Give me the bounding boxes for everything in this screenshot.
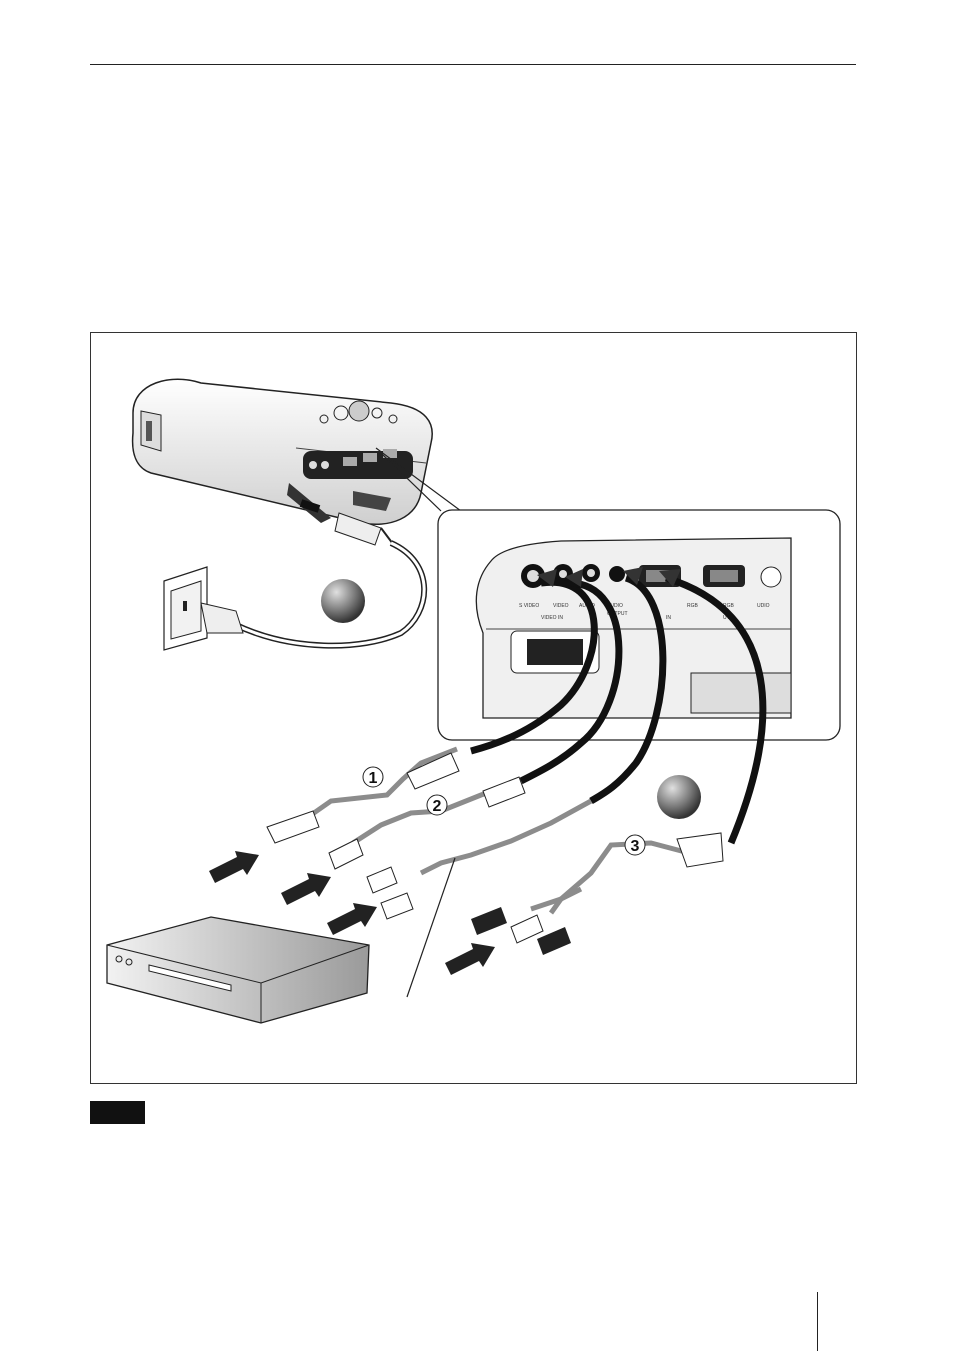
port-label: UDIO <box>757 603 770 609</box>
port-label: VIDEO <box>553 603 569 609</box>
page-divider <box>817 1292 818 1351</box>
note-badge <box>90 1101 145 1124</box>
port-label: S VIDEO <box>519 603 539 609</box>
port-panel-inset: S VIDEO VIDEO AUDIO AUDIO RGB RGB UDIO V… <box>438 510 840 740</box>
power-plug-icon <box>236 503 424 646</box>
sphere-marker-icon <box>321 579 365 623</box>
port-label: VIDEO IN <box>541 615 563 621</box>
dvd-player-icon <box>107 917 369 1023</box>
port-label: IN <box>666 615 671 621</box>
projector-icon <box>133 379 461 524</box>
callout-number: 3 <box>631 838 640 855</box>
rgb-cable: 3 <box>471 833 723 955</box>
wall-outlet-icon <box>164 567 243 650</box>
callout-number: 2 <box>433 798 442 815</box>
s-video-cable: 1 <box>267 749 459 843</box>
port-label: RGB <box>687 603 699 609</box>
header-rule <box>90 64 856 65</box>
pointer-line <box>407 858 455 997</box>
connection-diagram: S VIDEO VIDEO AUDIO AUDIO RGB RGB UDIO V… <box>90 332 857 1084</box>
callout-number: 1 <box>369 770 378 787</box>
sphere-marker-icon <box>657 775 701 819</box>
